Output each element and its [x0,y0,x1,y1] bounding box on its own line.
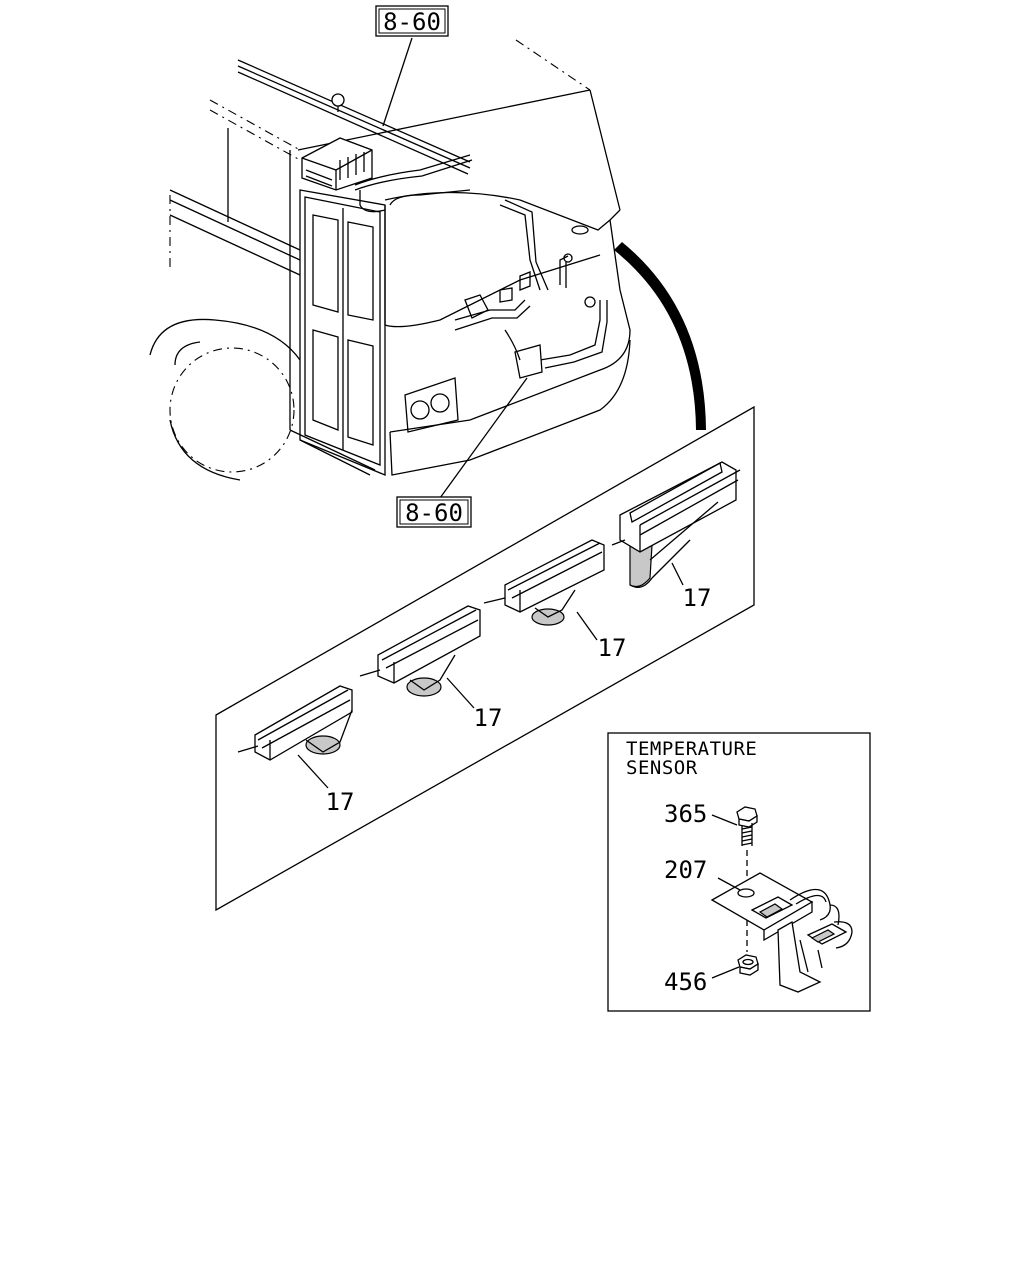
part-label-365: 365 [664,800,707,828]
nozzle-panel: 17 17 17 17 [215,405,755,912]
nozzle-1 [237,685,353,761]
part-label-17-a: 17 [683,584,712,612]
part-label-17-c: 17 [474,704,503,732]
reference-box-top: 8-60 [375,5,449,37]
bolt-365 [711,806,758,878]
leader-line-top-reference [382,37,413,127]
temperature-sensor-detail: TEMPERATURE SENSOR [607,732,871,1012]
nut-456 [711,920,759,979]
part-label-17-d: 17 [326,788,355,816]
nozzle-panel-frame [215,405,755,912]
nozzle-2 [359,605,481,697]
part-label-17-b: 17 [598,634,627,662]
part-label-456: 456 [664,968,707,996]
bus-front-illustration [149,37,631,499]
nozzle-4 [611,461,741,588]
part-label-207: 207 [664,856,707,884]
nozzle-3 [483,539,605,626]
leader-line-bottom-reference [439,377,528,499]
detail-title-line2: SENSOR [626,757,698,779]
reference-label-bottom: 8-60 [405,499,463,527]
detail-title-line1: TEMPERATURE [626,738,757,760]
zoom-arrow [614,242,706,430]
reference-label-top: 8-60 [383,8,441,36]
bracket-207 [710,872,853,993]
reference-box-bottom: 8-60 [396,496,472,528]
